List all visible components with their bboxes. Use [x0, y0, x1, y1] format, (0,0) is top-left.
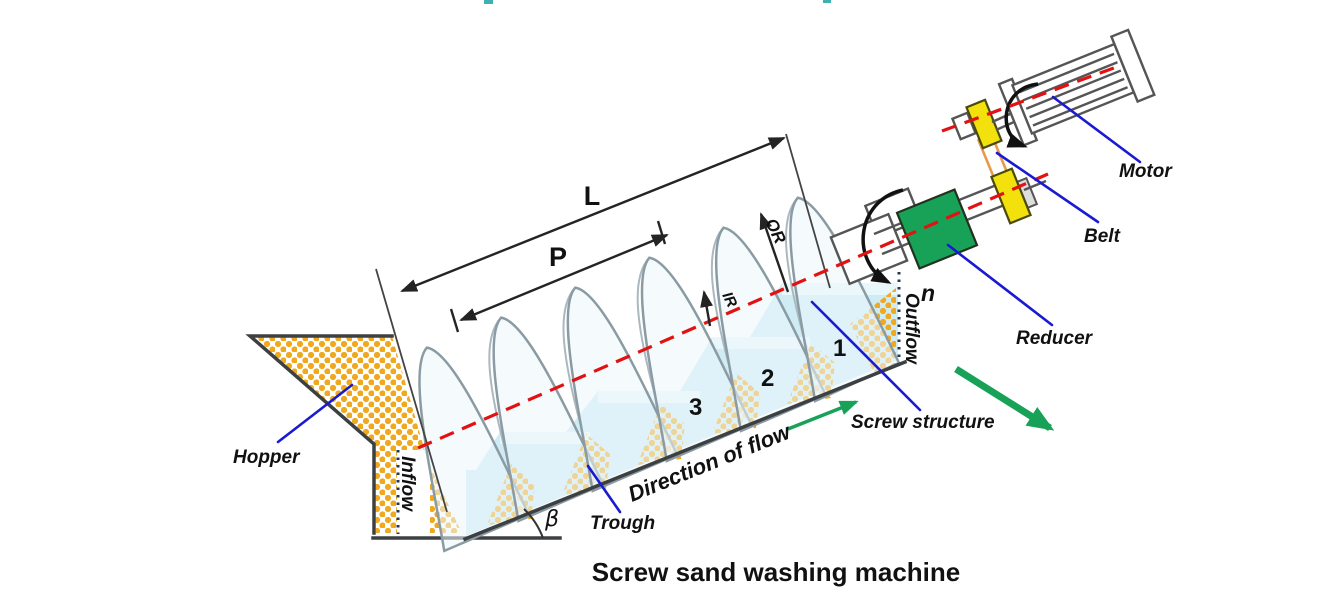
pocket-number-1: 1: [833, 335, 846, 362]
beta-arc: [523, 508, 544, 539]
top-crop-speck: [823, 0, 831, 3]
rotation-arrow-motor: [1004, 82, 1039, 148]
rotation-arrow-shaft: [861, 188, 904, 284]
hopper-outline: [245, 334, 394, 535]
screw-structure-label: Screw structure: [851, 412, 995, 433]
outflow-label: Outflow: [901, 293, 922, 365]
incline-angle-label: β: [544, 507, 559, 532]
inner-radius-arrow: [700, 290, 714, 327]
motor-label: Motor: [1119, 161, 1173, 182]
reducer-label: Reducer: [1016, 328, 1094, 349]
motor-rib: [1029, 77, 1125, 119]
reducer-leader: [946, 243, 1054, 327]
inflow-chute: [397, 450, 430, 534]
motor-end-cap: [1109, 28, 1156, 104]
dimension-P-arrow: [459, 233, 669, 322]
screw-flight: [418, 346, 531, 553]
hopper-leader: [276, 383, 354, 444]
pitch-tick: [449, 308, 460, 333]
outflow-direction-arrow: [954, 366, 1055, 431]
pitch-label: P: [549, 242, 567, 272]
diagram-title: Screw sand washing machine: [592, 557, 960, 587]
pitch-tick: [656, 220, 667, 245]
hopper-group: [245, 334, 462, 535]
trough-label: Trough: [590, 513, 655, 534]
motor-rib: [1025, 69, 1122, 110]
extension-line-right: [785, 133, 831, 289]
screw-flight: [789, 196, 901, 403]
motor-rib: [1032, 86, 1128, 127]
screw-axis-line: [417, 172, 1049, 450]
outer-radius-arrow: [759, 212, 790, 293]
inner-radius-label: IR: [718, 289, 740, 310]
hopper-label: Hopper: [233, 447, 301, 468]
motor-shaft: [995, 120, 1015, 132]
belt-label: Belt: [1084, 226, 1121, 247]
motor-axis-line: [941, 63, 1123, 133]
extension-line-left: [375, 268, 448, 513]
trough-bottom-edge: [462, 359, 908, 542]
belt-leader: [995, 151, 1100, 224]
screw-structure-leader: [810, 300, 922, 412]
rotation-speed-label: n: [921, 280, 935, 306]
length-label: L: [584, 181, 601, 211]
flow-direction-arrow: [787, 400, 859, 431]
leader-lines: [276, 95, 1142, 514]
pocket-number-3: 3: [689, 394, 702, 421]
trough-leader: [586, 464, 622, 514]
motor-body: [997, 28, 1156, 147]
motor-leader: [1051, 95, 1142, 164]
top-crop-speck: [484, 0, 493, 4]
reducer-box: [895, 188, 979, 270]
inflow-label: Inflow: [397, 456, 418, 512]
pocket-number-2: 2: [761, 365, 774, 392]
pulley-lower: [990, 167, 1032, 225]
dimension-group: [400, 136, 790, 333]
